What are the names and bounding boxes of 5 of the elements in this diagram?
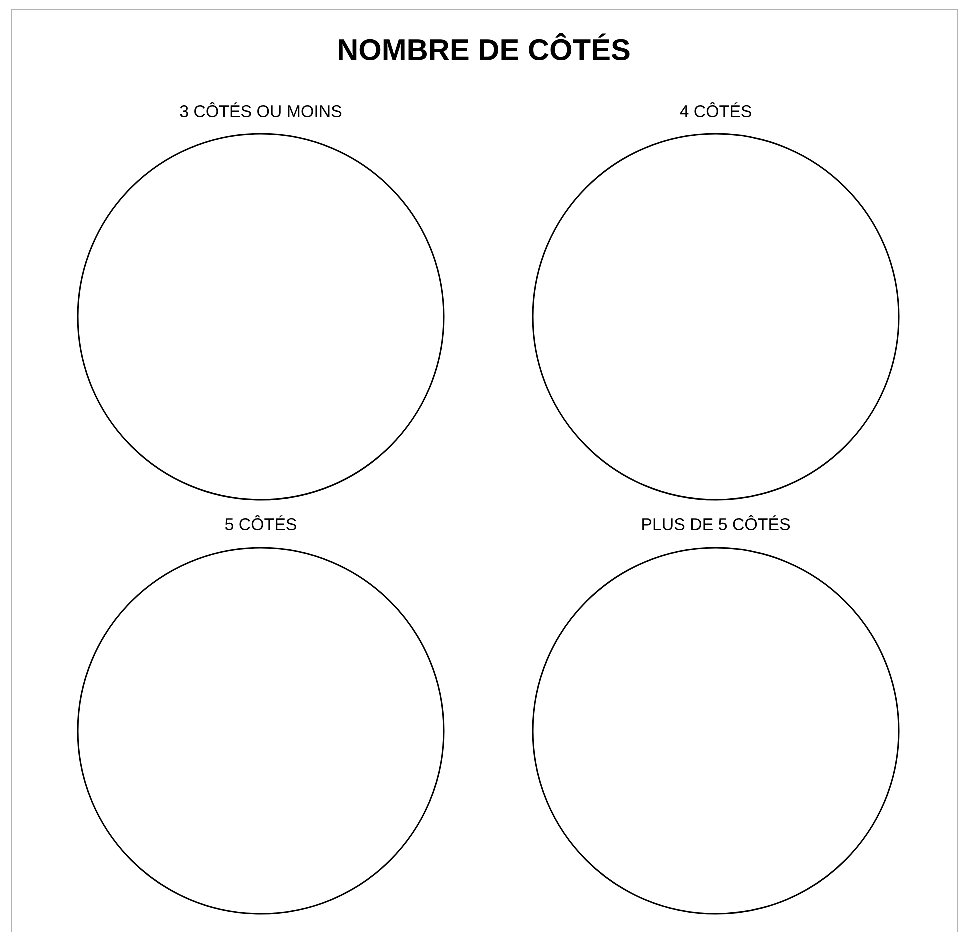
circle-heading: PLUS DE 5 CÔTÉS — [642, 516, 790, 530]
title: NOMBRE DE CÔTÉS — [339, 33, 630, 61]
circle-heading: 5 CÔTÉS — [225, 516, 296, 530]
circle-heading: 3 CÔTÉS OU MOINS — [180, 102, 342, 118]
circle-heading: 4 CÔTÉS — [680, 102, 752, 118]
